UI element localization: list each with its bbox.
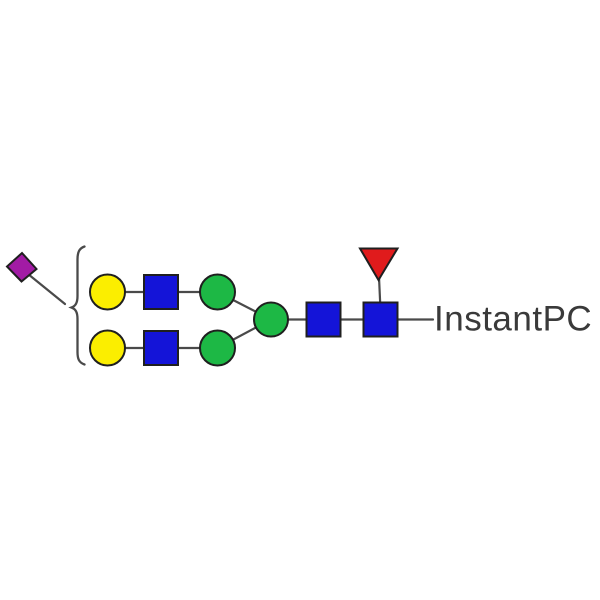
bracket-brace bbox=[68, 245, 86, 366]
mannose-circle-core-icon bbox=[253, 301, 289, 338]
mannose-circle-top-icon bbox=[199, 273, 236, 311]
instantpc-label: InstantPC bbox=[434, 300, 592, 339]
glcnac-square-bottom-icon bbox=[143, 330, 179, 366]
glcnac-square-top-icon bbox=[143, 274, 179, 310]
fucose-triangle-icon bbox=[358, 247, 400, 282]
galactose-circle-top-icon bbox=[89, 273, 126, 311]
glcnac-square-reducing-end-icon bbox=[362, 301, 399, 338]
bond-diamond-tail bbox=[26, 272, 67, 306]
residue-shapes bbox=[5, 247, 400, 367]
mannose-circle-bottom-icon bbox=[199, 329, 236, 367]
galactose-circle-bottom-icon bbox=[89, 329, 126, 367]
sialic-acid-diamond-icon bbox=[5, 251, 38, 283]
glcnac-square-core-inner-icon bbox=[305, 301, 342, 338]
